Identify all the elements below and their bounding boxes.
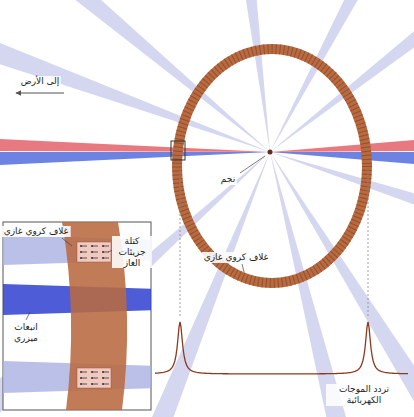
molecule-atom — [80, 245, 82, 247]
molecule-cluster — [77, 368, 111, 388]
molecule — [103, 246, 109, 247]
molecule — [103, 378, 109, 379]
blue-beam — [0, 152, 270, 165]
molecule-atom — [80, 383, 82, 385]
molecule-atom — [91, 257, 93, 259]
molecule-cluster — [77, 242, 111, 262]
callout-label: غلاف كروي غازي — [202, 252, 271, 263]
molecule — [103, 384, 109, 385]
molecule-atom — [102, 383, 104, 385]
faint-beam — [0, 0, 270, 152]
molecule — [81, 378, 87, 379]
leader-line — [62, 238, 72, 246]
leader-line — [26, 312, 30, 320]
molecule — [92, 252, 98, 253]
faint-beam — [270, 0, 414, 152]
blue-beam — [270, 152, 414, 164]
callout-label: غلاف كروي غازي — [2, 226, 71, 237]
molecule — [103, 372, 109, 373]
molecule — [92, 378, 98, 379]
molecule — [81, 252, 87, 253]
gas-shell — [171, 49, 367, 283]
molecule — [92, 246, 98, 247]
molecule-atom — [91, 245, 93, 247]
callout-label: انبعاث ميزري — [4, 322, 48, 344]
molecule-atom — [91, 251, 93, 253]
molecule-atom — [102, 371, 104, 373]
callout-label: إلى الأرض — [19, 76, 61, 87]
molecule — [81, 372, 87, 373]
faint-beam — [0, 0, 270, 152]
projection-line — [368, 170, 369, 318]
molecule — [92, 258, 98, 259]
molecule-atom — [102, 251, 104, 253]
leader-line — [240, 156, 265, 173]
molecule — [81, 384, 87, 385]
leader-line — [242, 264, 244, 272]
molecule-atom — [91, 377, 93, 379]
molecule-atom — [80, 371, 82, 373]
molecule-atom — [91, 371, 93, 373]
zoom-box — [171, 141, 185, 160]
molecule-atom — [80, 257, 82, 259]
red-beam — [270, 140, 414, 152]
molecule — [92, 384, 98, 385]
inset-detail — [0, 222, 160, 410]
shell-ring — [177, 49, 367, 283]
faint-beam — [0, 152, 270, 417]
leader-lines — [16, 93, 265, 320]
faint-beam — [270, 0, 414, 152]
inset-content — [3, 222, 151, 410]
callout-label: كتلة جزيئات الغاز — [112, 236, 152, 268]
molecule-atom — [91, 383, 93, 385]
molecule-atom — [102, 377, 104, 379]
molecule-atom — [102, 257, 104, 259]
molecule-atom — [102, 245, 104, 247]
callout-label: نجم — [219, 174, 237, 185]
molecule — [81, 258, 87, 259]
molecule — [103, 258, 109, 259]
molecule-atom — [80, 251, 82, 253]
shell-stripes — [177, 49, 367, 283]
spectrum-plot — [155, 170, 408, 374]
callout-label: تردد الموجات الكهربائية — [326, 384, 402, 406]
spectrum-curve — [155, 322, 408, 374]
earth-arrow — [16, 93, 64, 94]
molecule-atom — [80, 377, 82, 379]
red-beam — [0, 139, 270, 152]
molecule — [81, 246, 87, 247]
faint-beam — [58, 152, 270, 417]
star — [268, 150, 273, 155]
projection-line — [180, 170, 181, 318]
molecule — [92, 372, 98, 373]
